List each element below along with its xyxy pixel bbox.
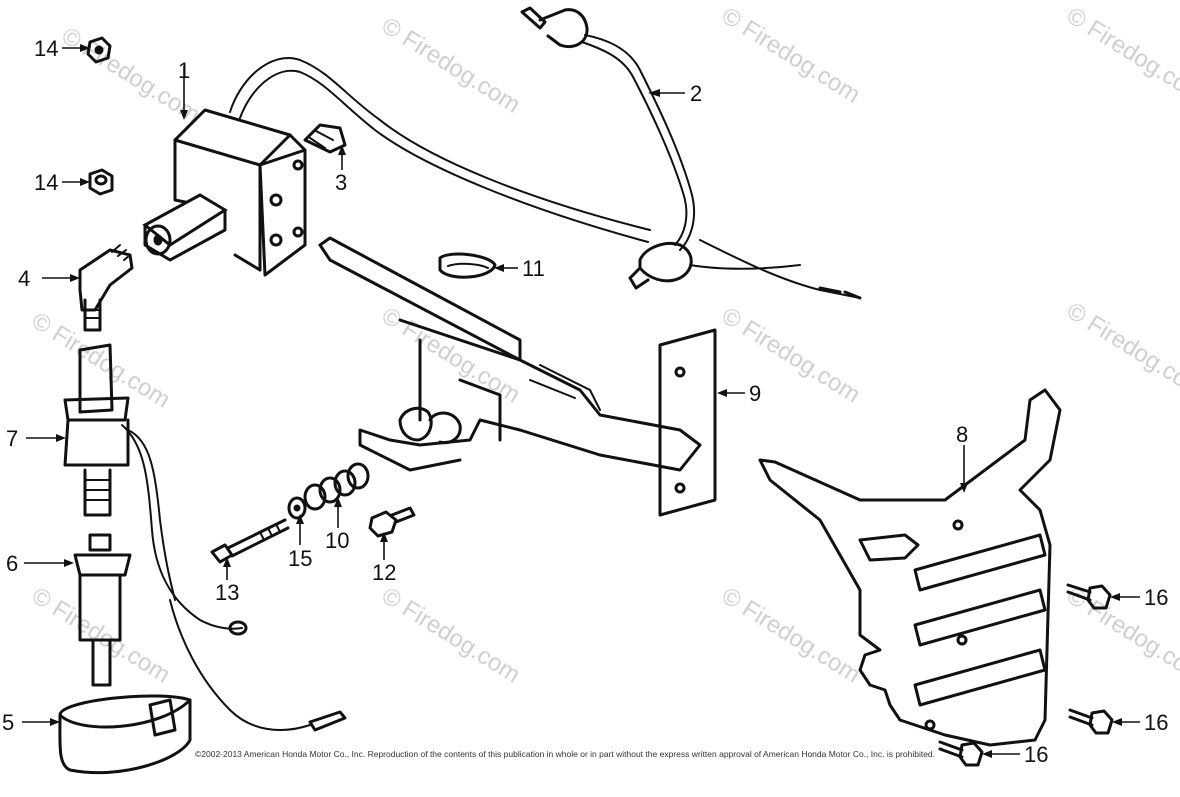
callout-labels: 1 2 3 4 5 6 7 8 9 10 11 12 13 14 14 15 1… xyxy=(2,36,1168,767)
watermark: © Firedog.com xyxy=(377,12,525,118)
bracket-9 xyxy=(318,236,717,517)
callout-12: 12 xyxy=(372,560,396,585)
high-tension-cord xyxy=(229,6,862,300)
callout-5: 5 xyxy=(2,710,14,735)
callout-14-upper: 14 xyxy=(34,36,58,61)
nut-14-upper xyxy=(86,36,112,64)
callout-4: 4 xyxy=(18,266,30,291)
callout-16-lower: 16 xyxy=(1024,742,1048,767)
callout-3: 3 xyxy=(335,170,347,195)
callout-6: 6 xyxy=(6,551,18,576)
callout-9: 9 xyxy=(749,381,761,406)
callout-14-lower: 14 xyxy=(34,170,58,195)
callout-2: 2 xyxy=(690,81,702,106)
watermarks: © Firedog.com © Firedog.com © Firedog.co… xyxy=(27,2,1180,688)
watermark: © Firedog.com xyxy=(717,582,865,688)
plunger-6 xyxy=(73,533,132,687)
leader-lines xyxy=(22,44,1140,758)
watermark: © Firedog.com xyxy=(1062,2,1180,108)
switch-assembly xyxy=(63,343,347,732)
callout-16-upper: 16 xyxy=(1144,585,1168,610)
grommet-11 xyxy=(438,252,497,279)
watermark: © Firedog.com xyxy=(1062,297,1180,403)
watermark: © Firedog.com xyxy=(717,2,865,108)
spring-10 xyxy=(303,462,370,511)
bolt-12 xyxy=(368,506,416,538)
callout-1: 1 xyxy=(178,58,190,83)
bolt-16-upper xyxy=(1066,583,1112,610)
bolt-16-lower xyxy=(938,740,984,767)
callout-16-middle: 16 xyxy=(1144,710,1168,735)
nut-14-lower xyxy=(88,168,114,196)
callout-15: 15 xyxy=(288,546,312,571)
callout-10: 10 xyxy=(325,528,349,553)
elbow-fitting xyxy=(78,244,134,332)
shield-plate-8 xyxy=(758,388,1062,747)
watermark: © Firedog.com xyxy=(377,582,525,688)
ignition-coil xyxy=(142,108,307,277)
bolt-3 xyxy=(303,123,347,154)
watermark: © Firedog.com xyxy=(27,582,175,688)
callout-8: 8 xyxy=(956,422,968,447)
callout-13: 13 xyxy=(215,580,239,605)
clamp-5 xyxy=(58,694,192,775)
callout-7: 7 xyxy=(6,426,18,451)
washer-15 xyxy=(287,496,307,520)
callout-11: 11 xyxy=(522,256,545,281)
bolt-13 xyxy=(210,518,290,564)
bolt-16-middle xyxy=(1068,708,1114,735)
copyright-notice: ©2002-2013 American Honda Motor Co., Inc… xyxy=(195,749,935,759)
